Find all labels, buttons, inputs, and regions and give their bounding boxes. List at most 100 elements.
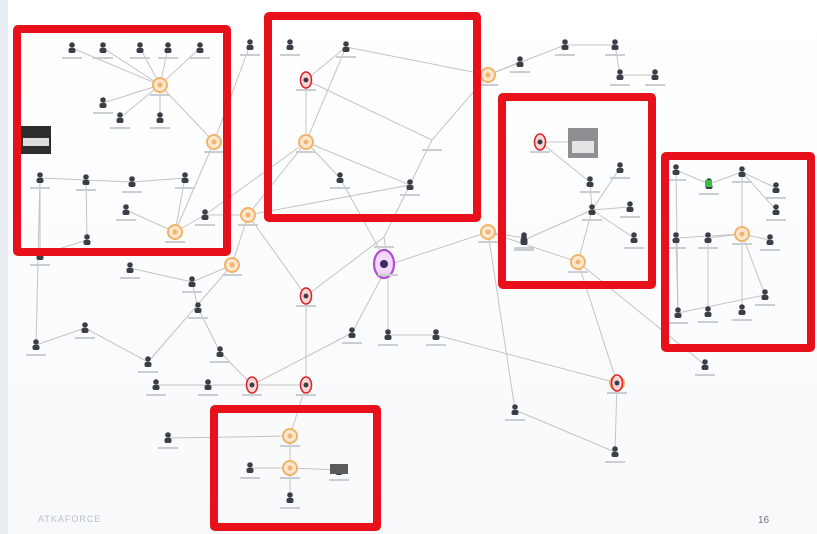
- edge-45: [388, 232, 488, 265]
- node-label-t1: [280, 445, 300, 447]
- node-hub-core-m13: [486, 230, 491, 235]
- node-person-a18: [202, 209, 208, 215]
- edge-39: [130, 268, 192, 282]
- node-body-a2: [100, 48, 107, 53]
- edge-20: [36, 178, 40, 345]
- node-person-s6: [702, 359, 708, 365]
- node-person-t5: [287, 492, 293, 498]
- node-label-a8: [93, 112, 113, 114]
- node-label-t7: [505, 419, 525, 421]
- node-label-m14: [514, 247, 534, 249]
- node-body-a19: [84, 240, 91, 245]
- node-label-a5: [190, 57, 210, 59]
- node-label-a13: [76, 189, 96, 191]
- edge-4: [160, 48, 200, 85]
- node-red-core-s5: [615, 381, 620, 386]
- node-label-a17: [165, 241, 185, 243]
- node-label-t4: [329, 479, 349, 481]
- node-label-a6: [240, 54, 260, 56]
- node-body-t5: [287, 498, 294, 503]
- node-person-a5: [197, 42, 203, 48]
- node-body-b5: [407, 185, 414, 190]
- photo-bottom: [330, 464, 348, 474]
- node-hub-core-a11: [212, 140, 217, 145]
- edge-75: [678, 295, 765, 313]
- node-body-a7: [287, 45, 294, 50]
- node-label-r13: [668, 322, 688, 324]
- highlight-box-2: [268, 16, 477, 218]
- node-person-t6: [165, 432, 171, 438]
- node-hub-core-m2: [230, 263, 235, 268]
- node-label-c6: [568, 271, 588, 273]
- node-label-m2: [222, 274, 242, 276]
- node-person-a9: [117, 112, 123, 118]
- node-person-a6: [247, 39, 253, 45]
- node-label-t8: [605, 461, 625, 463]
- edge-43: [306, 237, 384, 296]
- node-label-m16: [26, 354, 46, 356]
- node-label-a2: [93, 57, 113, 59]
- edge-19: [160, 85, 214, 142]
- node-label-r3: [732, 181, 752, 183]
- node-body-r12: [705, 312, 712, 317]
- node-person-t8: [612, 446, 618, 452]
- node-body-m4: [127, 268, 134, 273]
- node-body-a16: [123, 210, 130, 215]
- node-body-a15: [182, 178, 189, 183]
- node-body-b10: [617, 75, 624, 80]
- node-label-m12: [426, 344, 446, 346]
- node-red-core-s1: [250, 383, 255, 388]
- node-body-b12: [517, 62, 524, 67]
- footer-logo: ATKAFORCE: [38, 514, 101, 524]
- node-label-s2: [296, 394, 316, 396]
- edge-26: [306, 142, 410, 185]
- node-hub-core-r6: [740, 232, 745, 237]
- node-label-b1: [336, 56, 356, 58]
- node-label-a11: [204, 151, 224, 153]
- node-label-s4: [146, 394, 166, 396]
- edge-92: [436, 335, 617, 383]
- node-body-a1: [69, 48, 76, 53]
- node-person-m10: [349, 327, 355, 333]
- node-label-s5: [607, 392, 627, 394]
- node-person-c2: [587, 176, 593, 182]
- node-label-c8: [514, 249, 534, 251]
- edge-58: [578, 210, 592, 262]
- node-hub-core-a17: [173, 230, 178, 235]
- edge-62: [676, 170, 709, 184]
- node-label-m5: [188, 317, 208, 319]
- node-hub-core-m1: [246, 213, 251, 218]
- node-label-a1: [62, 57, 82, 59]
- node-person-c4: [589, 204, 595, 210]
- node-label-m10: [342, 342, 362, 344]
- node-person-t7: [512, 404, 518, 410]
- node-label-a9: [110, 127, 130, 129]
- node-label-a15: [175, 187, 195, 189]
- node-body-a12: [37, 178, 44, 183]
- edge-41: [198, 308, 220, 352]
- node-body-r11: [739, 310, 746, 315]
- node-label-m11: [378, 344, 398, 346]
- node-label-a4: [158, 57, 178, 59]
- node-body-m17: [82, 328, 89, 333]
- node-person-a2: [100, 42, 106, 48]
- node-label-c4: [582, 219, 602, 221]
- node-person-a19: [84, 234, 90, 240]
- node-person-r12: [705, 306, 711, 312]
- node-person-s4: [153, 379, 159, 385]
- node-label-a18: [195, 224, 215, 226]
- node-body-b8: [562, 45, 569, 50]
- node-body-t7: [512, 410, 519, 415]
- node-body-r4: [773, 188, 780, 193]
- node-label-r2: [699, 193, 719, 195]
- node-person-r9: [767, 234, 773, 240]
- node-person-r10: [762, 289, 768, 295]
- node-hub-core-t1: [288, 434, 293, 439]
- node-body-b1: [343, 47, 350, 52]
- node-person-m15: [145, 356, 151, 362]
- node-body-r9: [767, 240, 774, 245]
- edge-97: [252, 333, 352, 385]
- node-body-a5: [197, 48, 204, 53]
- node-label-a20: [30, 264, 50, 266]
